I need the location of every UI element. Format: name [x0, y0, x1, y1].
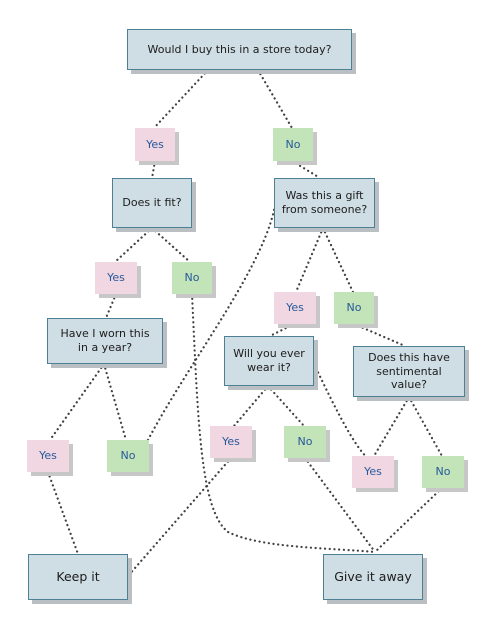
answer-wear-no: No: [284, 426, 326, 458]
edge-sentimental-yes: [372, 395, 411, 458]
answer-gift-no: No: [334, 292, 374, 324]
answer-sentimental-no-text: No: [435, 465, 451, 479]
answer-gift-yes: Yes: [274, 292, 316, 324]
edge-store-yes: [152, 68, 210, 130]
answer-worn-yes-text: Yes: [39, 449, 57, 463]
edge-worn-no: [102, 362, 128, 442]
answer-sentimental-yes: Yes: [352, 456, 394, 488]
question-worn: Have I worn this in a year?: [47, 318, 163, 364]
edge-gift-yes: [294, 226, 325, 294]
edge-wearno-give: [303, 456, 377, 554]
edge-yes-fit: [150, 159, 157, 180]
edge-sentno-give: [373, 486, 444, 554]
answer-sentimental-no: No: [422, 456, 464, 488]
answer-gift-no-text: No: [346, 301, 362, 315]
question-gift: Was this a gift from someone?: [274, 178, 375, 228]
answer-fit-no: No: [172, 262, 212, 294]
edge-fit-no: [150, 226, 192, 264]
edge-gift-no: [321, 226, 355, 294]
edge-wearyes-keep: [126, 456, 233, 578]
question-fit-text: Does it fit?: [122, 196, 182, 210]
answer-store-no: No: [273, 128, 313, 161]
answer-worn-yes: Yes: [27, 440, 69, 472]
outcome-keep-text: Keep it: [56, 569, 100, 585]
edge-fitno-give: [190, 292, 377, 554]
question-store: Would I buy this in a store today?: [127, 29, 352, 70]
question-worn-text: Have I worn this in a year?: [60, 327, 150, 354]
edge-yes-worn: [104, 292, 118, 320]
edge-no-sentimental: [352, 322, 407, 348]
answer-sentimental-yes-text: Yes: [364, 465, 382, 479]
answer-wear-yes: Yes: [210, 426, 252, 458]
edge-worn-yes: [48, 362, 106, 442]
question-fit: Does it fit?: [112, 178, 192, 228]
question-wear-text: Will you ever wear it?: [233, 347, 305, 374]
edge-no-gift: [290, 159, 322, 180]
answer-fit-yes-text: Yes: [107, 271, 125, 285]
question-gift-text: Was this a gift from someone?: [281, 189, 368, 216]
answer-fit-no-text: No: [184, 271, 200, 285]
answer-store-no-text: No: [285, 137, 301, 151]
edge-store-no: [256, 68, 294, 130]
answer-store-yes: Yes: [135, 128, 175, 161]
answer-fit-yes: Yes: [95, 262, 137, 294]
answer-wear-no-text: No: [297, 435, 313, 449]
outcome-give-text: Give it away: [334, 569, 412, 585]
answer-store-yes-text: Yes: [146, 137, 164, 151]
edge-sentimental-no: [407, 395, 444, 458]
edge-wear-yes: [232, 384, 270, 428]
question-sentimental: Does this have sentimental value?: [353, 346, 465, 397]
edge-fit-yes: [113, 226, 154, 264]
answer-worn-no: No: [107, 440, 149, 472]
outcome-keep: Keep it: [28, 554, 128, 600]
edge-wornyes-keep: [46, 470, 80, 556]
edge-yes-wear: [268, 322, 296, 338]
edge-wear-no: [266, 384, 306, 428]
outcome-give: Give it away: [323, 554, 423, 600]
edge-wornno-gift: [146, 196, 278, 442]
question-sentimental-text: Does this have sentimental value?: [368, 350, 450, 392]
question-wear: Will you ever wear it?: [224, 336, 314, 386]
answer-worn-no-text: No: [120, 449, 136, 463]
question-store-text: Would I buy this in a store today?: [147, 42, 332, 56]
answer-wear-yes-text: Yes: [222, 435, 240, 449]
answer-gift-yes-text: Yes: [286, 301, 304, 315]
